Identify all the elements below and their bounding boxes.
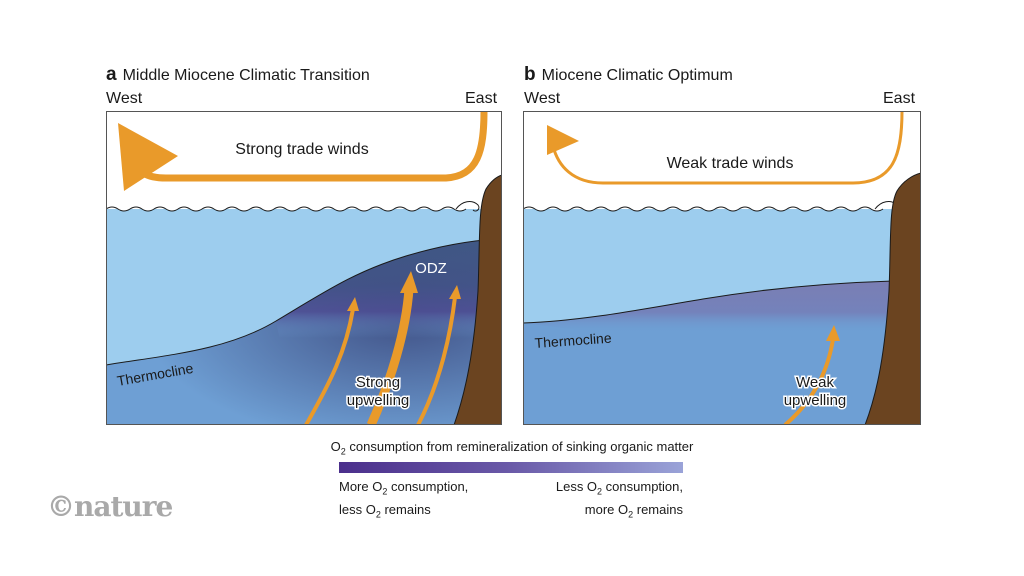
upwelling-arrowhead (347, 297, 359, 311)
legend-text: remains (380, 501, 431, 517)
panel-frame (523, 111, 921, 425)
upwelling-label-line2: upwelling (784, 392, 847, 409)
wave-line (106, 206, 467, 212)
panel-b-letter: b (524, 64, 536, 85)
odz-core (276, 239, 502, 371)
upwelling-arrowhead (449, 285, 461, 299)
legend-right-label: Less O2 consumption, more O2 remains (510, 478, 683, 523)
upwelling-arrow (416, 296, 457, 425)
upwelling-arrowhead (826, 325, 840, 341)
legend-title-o: O (330, 439, 341, 454)
legend-title-sub: 2 (340, 446, 346, 457)
upwelling-arrowhead-main (400, 271, 418, 293)
thermocline-line (106, 238, 497, 366)
land (864, 172, 921, 425)
upwelling-label-line1: Strong (356, 374, 400, 391)
panel-a-east-label: East (465, 90, 498, 107)
wind-label: Strong trade winds (235, 141, 368, 158)
upwelling-label-line1: Weak (796, 374, 835, 391)
panel-a-west-label: West (106, 90, 143, 107)
panel-b-west-label: West (524, 90, 561, 107)
legend-text: Less O (555, 479, 598, 494)
panel-b-diagram: Weak trade winds Thermocline Weak upwell… (523, 111, 921, 425)
panel-a-title: a Middle Miocene Climatic Transition (106, 64, 370, 86)
trade-wind-arrowhead (118, 123, 178, 191)
odz-label: ODZ (415, 260, 447, 277)
breaking-wave (455, 201, 480, 212)
upwelling-arrow (783, 338, 835, 425)
trade-wind-arrow (551, 111, 904, 185)
legend-title-text: consumption from remineralization of sin… (345, 439, 694, 454)
legend-sub: 2 (375, 509, 381, 520)
upwelling-arrow (304, 308, 355, 425)
wave-line (523, 206, 884, 212)
wind-label: Weak trade winds (667, 155, 794, 172)
legend-title: O2 consumption from remineralization of … (0, 439, 1024, 457)
upwelling-label-line2: upwelling (347, 392, 410, 409)
panel-frame (106, 111, 502, 425)
legend-sub: 2 (597, 486, 603, 497)
legend-sub: 2 (382, 486, 388, 497)
panel-b-title: b Miocene Climatic Optimum (524, 64, 733, 86)
legend-gradient-bar (339, 462, 683, 473)
panel-b-title-text: Miocene Climatic Optimum (541, 67, 733, 84)
legend-text: less O (339, 501, 376, 517)
thermocline-line (523, 280, 894, 324)
thermocline-label: Thermocline (534, 330, 612, 351)
legend-text: remains (633, 501, 683, 517)
nature-logo: ©nature (47, 490, 173, 523)
panel-a-diagram: Strong trade winds ODZ Thermocline Stron… (106, 111, 502, 425)
trade-wind-arrowhead (547, 125, 579, 155)
odz-region (523, 281, 921, 333)
panel-b-east-label: East (883, 90, 916, 107)
legend-text: more O (584, 501, 629, 517)
legend-text: consumption, (387, 479, 469, 494)
land (453, 174, 502, 425)
legend-text: consumption, (602, 479, 683, 494)
panel-a-letter: a (106, 64, 117, 85)
legend-sub: 2 (628, 509, 634, 520)
legend-left-label: More O2 consumption, less O2 remains (339, 478, 468, 523)
panel-a-title-text: Middle Miocene Climatic Transition (122, 67, 370, 84)
upwelling-arrow-main (366, 288, 414, 425)
legend-text: More O (339, 479, 383, 494)
